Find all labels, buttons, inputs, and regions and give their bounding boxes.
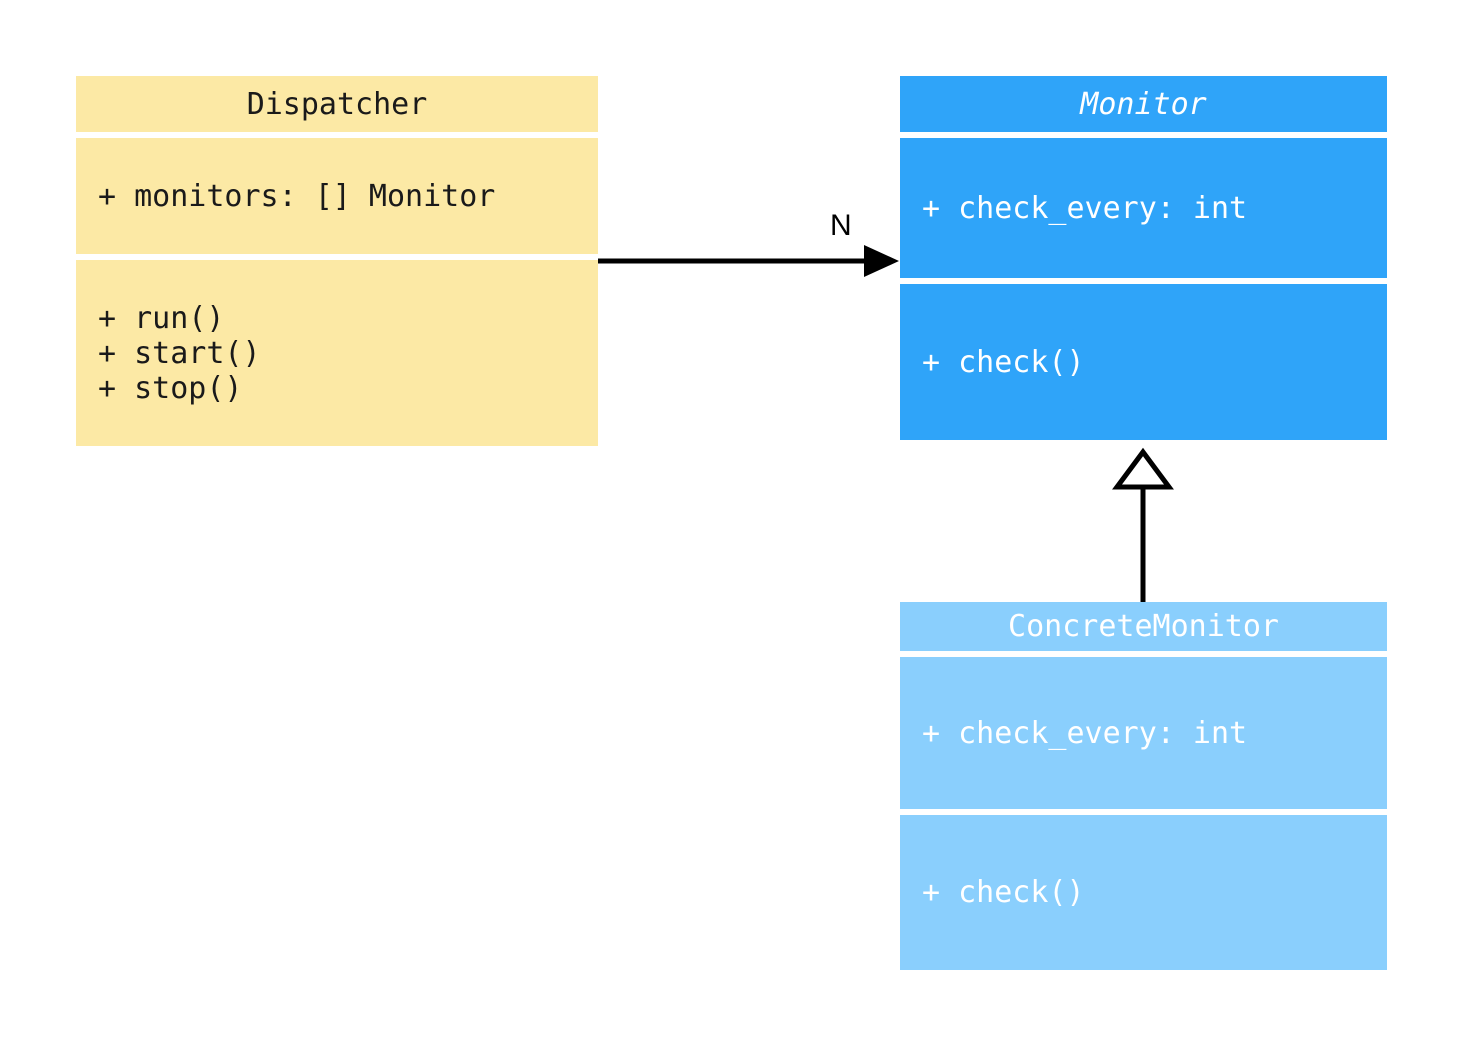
class-title-monitor: Monitor [900,76,1387,132]
class-attributes-dispatcher: + monitors: [] Monitor [76,138,598,254]
attribute-row: + check_every: int [922,190,1248,226]
solid-arrowhead-icon [864,245,899,277]
method-row: + run() [98,300,225,336]
uml-class-monitor[interactable]: Monitor + check_every: int + check() [900,76,1387,440]
class-methods-concrete-monitor: + check() [900,815,1387,970]
attribute-row: + check_every: int [922,715,1248,751]
multiplicity-label-n: N [830,209,852,242]
uml-class-dispatcher[interactable]: Dispatcher + monitors: [] Monitor + run(… [76,76,598,446]
method-row: + check() [922,344,1085,380]
class-title-dispatcher: Dispatcher [76,76,598,132]
method-row: + check() [922,875,1085,910]
method-row: + stop() [98,370,243,406]
method-row: + start() [98,335,261,371]
class-attributes-monitor: + check_every: int [900,138,1387,278]
class-attributes-concrete-monitor: + check_every: int [900,657,1387,809]
class-methods-dispatcher: + run() + start() + stop() [76,260,598,446]
hollow-triangle-arrowhead-icon [1112,447,1174,490]
class-title-concrete-monitor: ConcreteMonitor [900,602,1387,651]
attribute-row: + monitors: [] Monitor [98,178,496,214]
class-methods-monitor: + check() [900,284,1387,440]
uml-class-concrete-monitor[interactable]: ConcreteMonitor + check_every: int + che… [900,602,1387,970]
